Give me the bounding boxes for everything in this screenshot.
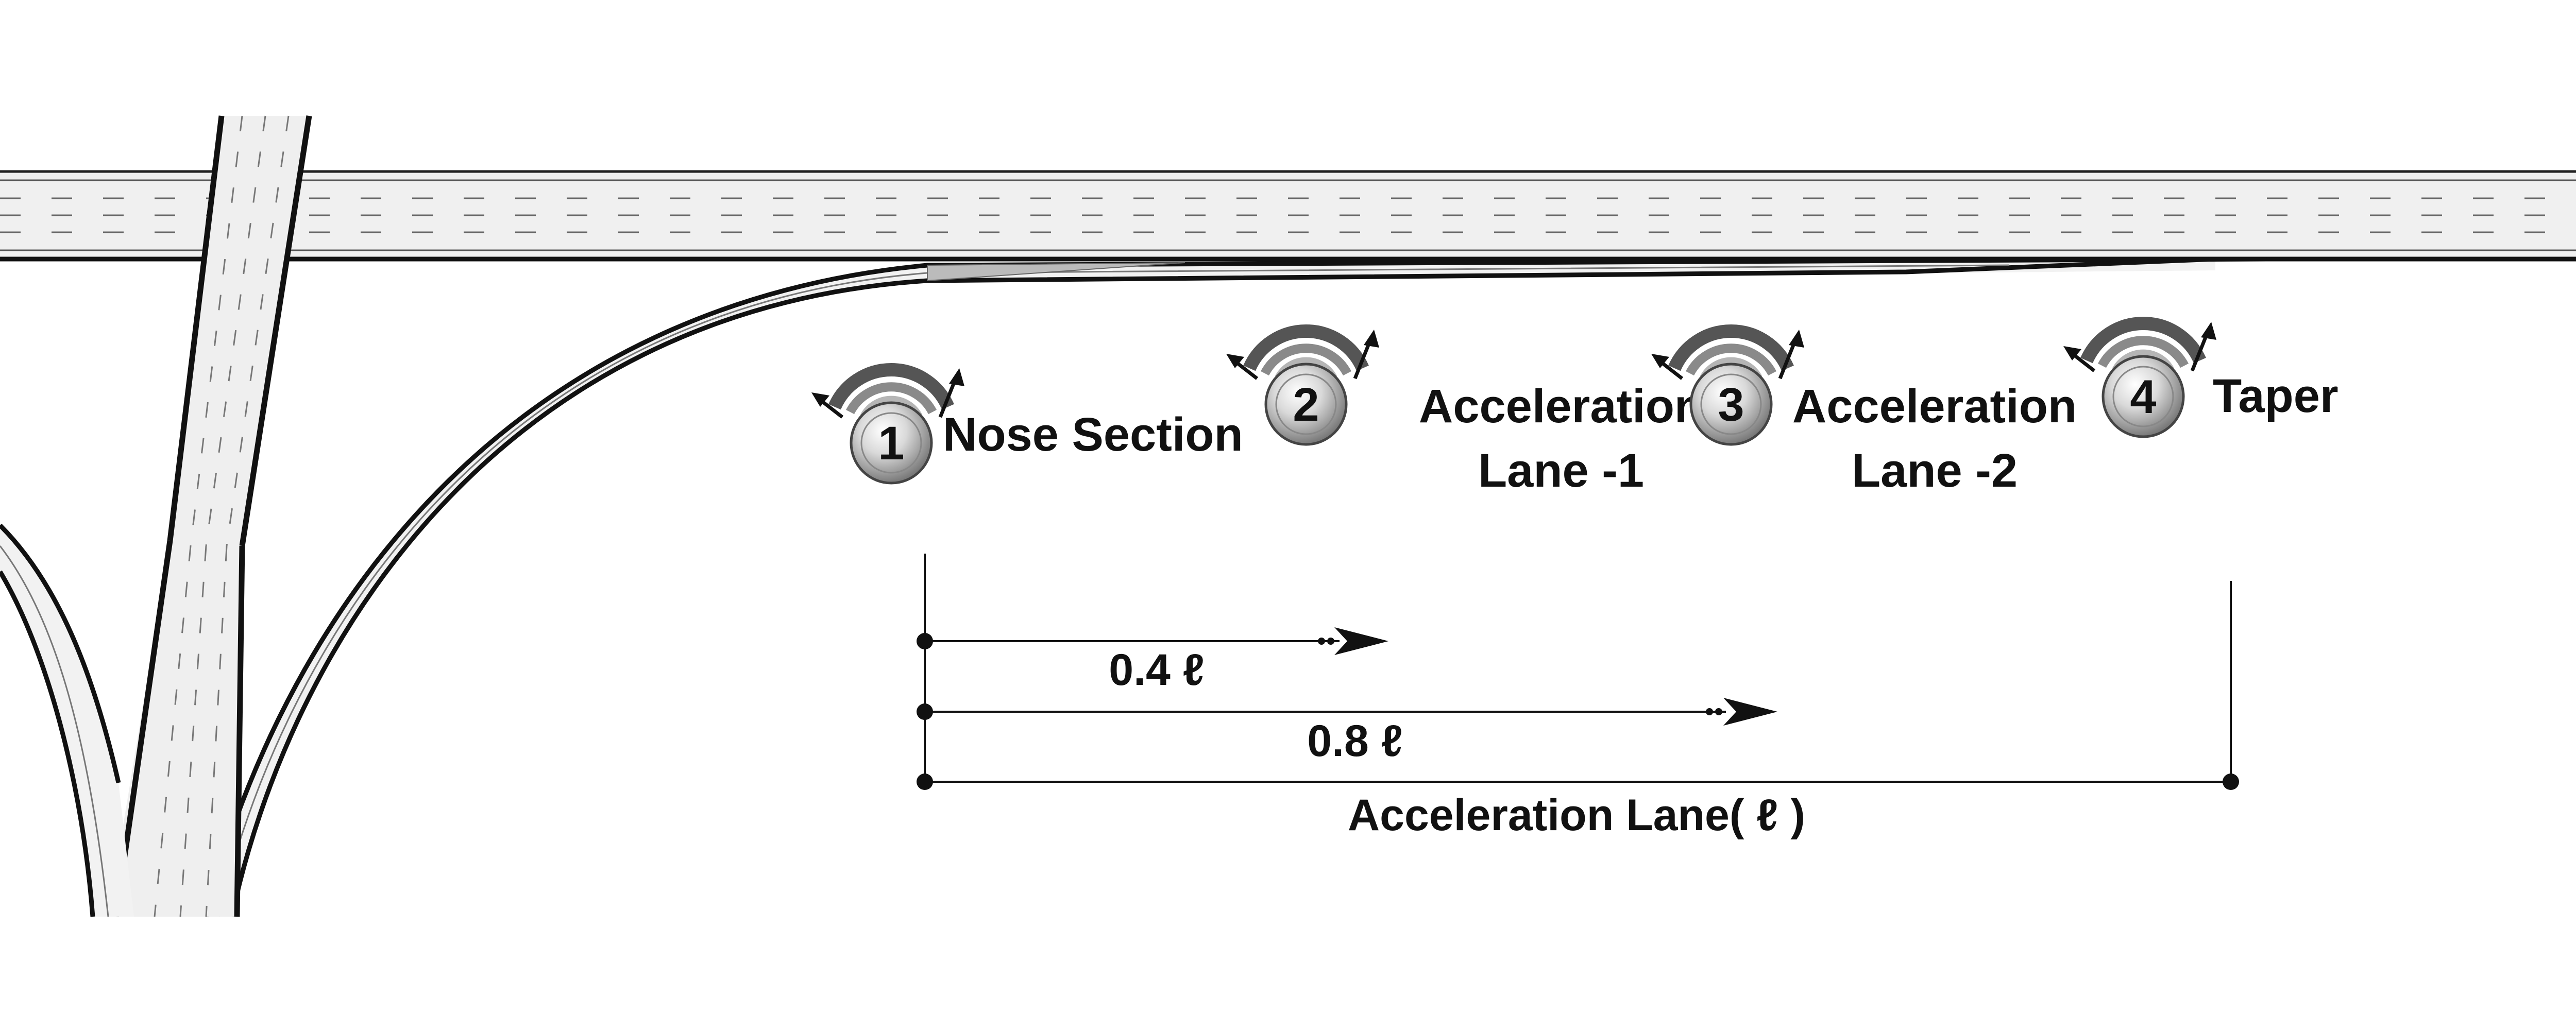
merge-ramp: [204, 256, 2267, 918]
marker-2-label-line2: Lane -1: [1478, 444, 1644, 497]
dimension-0-4: [917, 627, 1388, 655]
marker-3-number: 3: [1718, 379, 1744, 431]
dimension-lines: 0.4 ℓ 0.8 ℓ Acceleration Lane( ℓ ): [917, 554, 2239, 840]
dimension-full: [917, 774, 2239, 790]
marker-2: 2: [1226, 330, 1379, 444]
diverge-ramp: [0, 523, 134, 917]
mainline-highway: [0, 170, 2576, 262]
marker-4-label: Taper: [2213, 370, 2338, 422]
dimension-0-4-label: 0.4 ℓ: [1109, 645, 1204, 695]
marker-1-label: Nose Section: [943, 408, 1243, 461]
marker-3-label-line2: Lane -2: [1852, 444, 2018, 497]
dimension-0-8: [917, 698, 1777, 726]
dimension-0-8-label: 0.8 ℓ: [1307, 716, 1402, 766]
marker-1: 1: [811, 368, 964, 483]
crossing-ramp: [108, 115, 312, 917]
dimension-full-label: Acceleration Lane( ℓ ): [1348, 791, 1805, 840]
marker-1-number: 1: [878, 417, 904, 470]
marker-4: 4: [2063, 322, 2216, 437]
marker-2-label-line1: Acceleration: [1419, 380, 1703, 433]
marker-2-number: 2: [1293, 379, 1319, 431]
marker-3: 3: [1651, 330, 1804, 444]
marker-4-number: 4: [2130, 371, 2156, 423]
marker-3-label-line1: Acceleration: [1792, 380, 2077, 433]
